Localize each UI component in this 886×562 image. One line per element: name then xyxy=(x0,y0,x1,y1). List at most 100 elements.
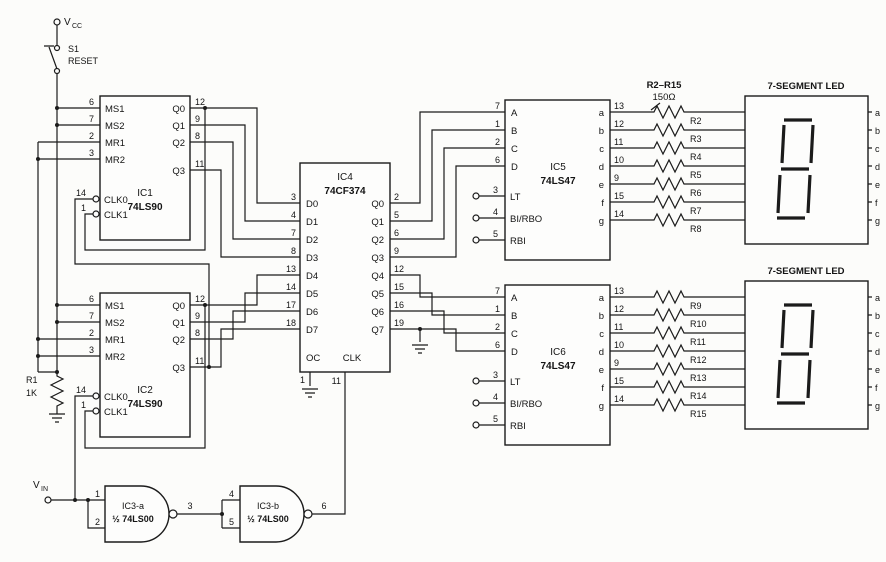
ic6-pin-number: 10 xyxy=(614,340,624,350)
resistor-label: R2 xyxy=(690,116,702,126)
ic6-part: 74LS47 xyxy=(540,361,575,372)
junction-dot xyxy=(203,303,207,307)
ic1-clk0-bubble xyxy=(92,195,100,203)
ic1-pin-number: 3 xyxy=(89,148,94,158)
junction-dot xyxy=(86,498,90,502)
ic4-pin-label: D1 xyxy=(306,217,318,228)
resistor-label: R12 xyxy=(690,355,707,365)
nand-gate-ic3a xyxy=(104,485,170,543)
ic2-pin-number: 7 xyxy=(89,311,94,321)
ic5-pin-number: 14 xyxy=(614,209,624,219)
ic6-rbi-terminal xyxy=(472,421,480,429)
resistor-label: R9 xyxy=(690,301,702,311)
junction-dot xyxy=(203,106,207,110)
circuit-wires xyxy=(37,25,872,529)
junction-dots xyxy=(36,106,422,516)
resistor-symbol xyxy=(649,213,687,227)
resistor-symbol xyxy=(649,123,687,137)
ic6-pin-number: 6 xyxy=(495,340,500,350)
ic4-pin-number: 4 xyxy=(291,210,296,220)
junction-dot xyxy=(207,365,211,369)
ic4-oc-number: 1 xyxy=(300,375,305,385)
ic2-pin-number: 8 xyxy=(195,328,200,338)
vin-sub-label: IN xyxy=(41,486,48,493)
segment-letter: e xyxy=(875,180,880,190)
junction-dot xyxy=(55,303,59,307)
segment-letter: e xyxy=(875,365,880,375)
ic4-pin-number: 5 xyxy=(394,210,399,220)
ic4-pin-number: 2 xyxy=(394,192,399,202)
resistor-label: R8 xyxy=(690,224,702,234)
ic6-pin-label: g xyxy=(599,401,604,412)
ic6-pin-label: b xyxy=(599,311,604,322)
junction-dot xyxy=(55,370,59,374)
segment-letter: b xyxy=(875,126,880,136)
ic6-pin-number: 14 xyxy=(614,394,624,404)
ic2-pin-label: MS2 xyxy=(105,318,125,329)
ic5-pin-label: c xyxy=(599,144,604,155)
segment-letter: c xyxy=(875,144,880,154)
ic6-pin-label: a xyxy=(599,293,605,304)
ic1-pin-number: 7 xyxy=(89,114,94,124)
ic4-pin-number: 17 xyxy=(286,300,296,310)
segment-letter: g xyxy=(875,401,880,411)
ic4-pin-number: 19 xyxy=(394,318,404,328)
ic5-pin-number: 5 xyxy=(493,229,498,239)
ic2-pin-label: Q0 xyxy=(172,301,185,312)
resistor-symbol xyxy=(649,177,687,191)
resistor-symbol xyxy=(649,290,687,304)
ic6-ref: IC6 xyxy=(550,347,566,358)
ic6-pin-label: D xyxy=(511,347,518,358)
ic6-pin-label: B xyxy=(511,311,517,322)
ic4-body xyxy=(299,162,391,373)
ic6-pin-number: 15 xyxy=(614,376,624,386)
resistor-label: R10 xyxy=(690,319,707,329)
ic4-pin-label: D4 xyxy=(306,271,318,282)
ic5-pin-number: 4 xyxy=(493,207,498,217)
ic5-pin-label: LT xyxy=(510,192,521,203)
ic2-pin-number: 2 xyxy=(89,328,94,338)
ic5-pin-number: 2 xyxy=(495,137,500,147)
resistor-label: R11 xyxy=(690,337,706,347)
ic4-pin-number: 8 xyxy=(291,246,296,256)
vcc-sub-label: CC xyxy=(72,23,82,30)
ic2-pin-label: Q2 xyxy=(172,335,185,346)
ic2-pin-number: 6 xyxy=(89,294,94,304)
junction-dot xyxy=(36,337,40,341)
ic6-pin-number: 7 xyxy=(495,286,500,296)
ic1-pin-number: 9 xyxy=(195,114,200,124)
resistor-label: R14 xyxy=(690,391,707,401)
ic4-pin-label: Q2 xyxy=(371,235,384,246)
ic4-pin-label: Q6 xyxy=(371,307,384,318)
ic4-pin-label: D2 xyxy=(306,235,318,246)
ic4-clk-label: CLK xyxy=(343,353,362,364)
ic1-pin-number: 11 xyxy=(195,159,204,169)
ic6-labels: IC6 74LS47 7 A 1 B 2 C 6 D 3 LT 4 BI/RBO… xyxy=(493,286,624,432)
ic4-oc-label: OC xyxy=(306,353,320,364)
ic2-pin-number: 12 xyxy=(195,294,205,304)
ic5-pin-label: a xyxy=(599,108,605,119)
ic6-lt-terminal xyxy=(472,377,480,385)
ic4-pin-label: Q3 xyxy=(371,253,384,264)
ic1-pin-label: MS2 xyxy=(105,121,125,132)
s1-label: RESET xyxy=(68,56,99,66)
ic3b-pin-number: 5 xyxy=(229,517,234,527)
resistor-symbol xyxy=(649,308,687,322)
ic6-pin-number: 5 xyxy=(493,414,498,424)
ic6-pin-number: 3 xyxy=(493,370,498,380)
ic2-pin-number: 9 xyxy=(195,311,200,321)
ic4-pin-number: 15 xyxy=(394,282,404,292)
ic6-pin-number: 4 xyxy=(493,392,498,402)
ic6-pin-number: 1 xyxy=(495,304,500,314)
ic4-pin-number: 13 xyxy=(286,264,296,274)
display2-segment-letters: a b c d e f g xyxy=(875,293,880,411)
ic1-pin-label: Q2 xyxy=(172,138,185,149)
nand-gate-ic3b xyxy=(239,485,305,543)
resistor-range-label: R2–R15 xyxy=(647,80,683,91)
ic5-labels: IC5 74LS47 7 A 1 B 2 C 6 D 3 LT 4 BI/RBO… xyxy=(493,101,624,247)
ic6-pin-number: 9 xyxy=(614,358,619,368)
ic5-pin-number: 12 xyxy=(614,119,624,129)
resistor-label: R15 xyxy=(690,409,707,419)
segment-letter: d xyxy=(875,162,880,172)
ic6-pin-label: RBI xyxy=(510,421,526,432)
